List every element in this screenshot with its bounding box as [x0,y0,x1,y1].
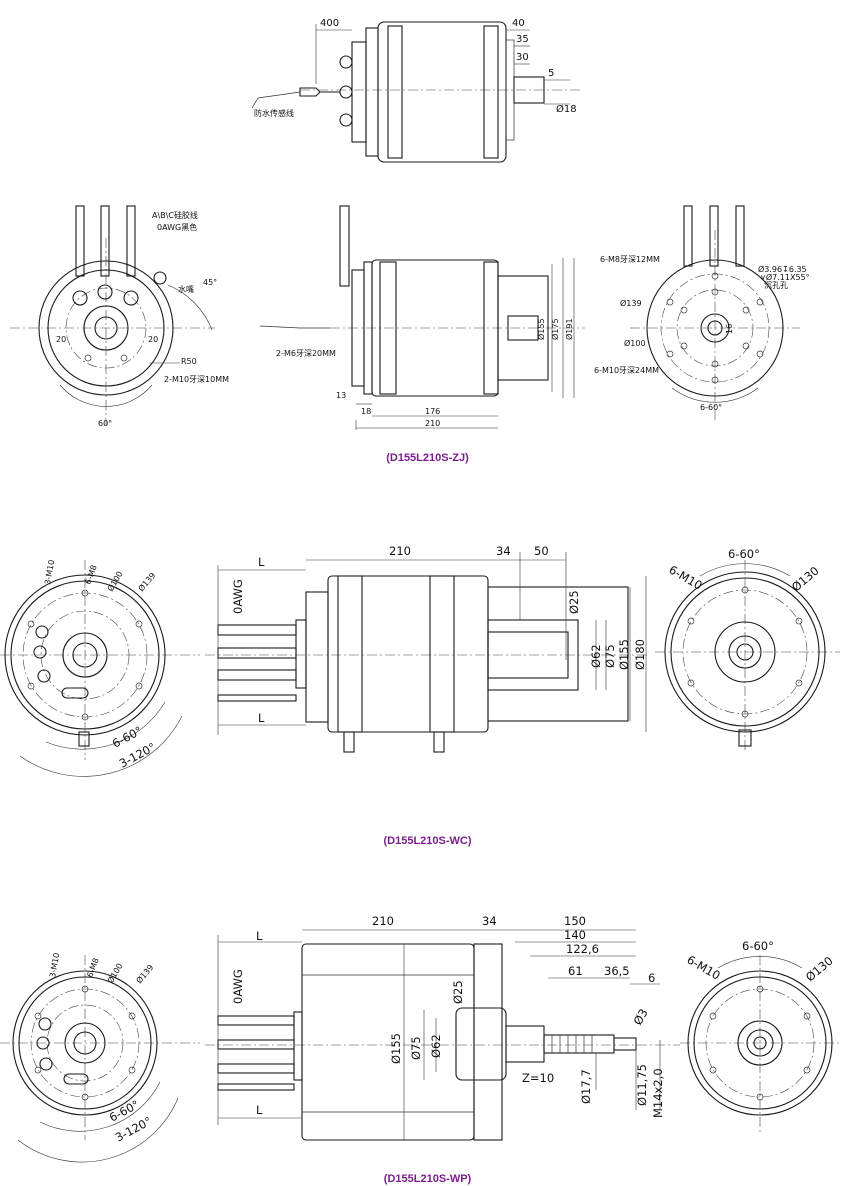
wp-d62: Ø62 [429,1034,443,1058]
zj-key-note-2: ∨Ø7.11X55° [760,272,810,282]
zj-dim-30: 30 [516,52,529,63]
wp-m14: M14x2,0 [651,1068,665,1118]
zj-wire-label-1: A\B\C硅胶线 [152,210,198,220]
wp-d155: Ø155 [389,1033,403,1064]
zj-dim-5: 5 [548,68,554,79]
zj-dim-40: 40 [512,18,525,29]
zj-left-view [10,205,215,425]
wp-dim-210: 210 [372,914,394,928]
wp-L2: L [256,1103,263,1117]
wc-right-d130: Ø130 [789,564,822,595]
wc-left-d100: Ø100 [105,569,124,593]
zj-top-view [251,21,580,163]
wc-left-view [0,560,200,777]
wp-right-view [680,955,840,1135]
zj-key-note-3: 沉孔孔 [764,281,788,290]
caption-zj: (D155L210S-ZJ) [386,452,469,464]
zj-dim-d155: Ø155 [536,318,546,340]
wp-left-m8: 6-M8 [85,957,100,979]
zj-middle-view [259,205,585,430]
wc-dim-50: 50 [534,544,549,558]
zj-dim-176: 176 [425,407,440,416]
wp-d1175: Ø11,75 [635,1064,649,1106]
zj-dim-13: 13 [336,391,346,400]
wp-right-a60: 6-60° [742,939,774,953]
zj-dim-18: 18 [361,407,371,416]
wc-d155: Ø155 [617,639,631,670]
wc-dim-210: 210 [389,544,411,558]
caption-wp: (D155L210S-WP) [383,1173,472,1185]
wp-L1: L [256,929,263,943]
wp-dim-6: 6 [648,971,655,985]
wp-left-m10: 3-M10 [48,952,61,978]
zj-dim-16: 16 [725,324,734,334]
wp-dim-61: 61 [568,964,583,978]
wp-dim-140: 140 [564,928,586,942]
zj-dim-d18: Ø18 [556,103,577,115]
zj-dim-20a: 20 [56,335,66,344]
wc-right-a60: 6-60° [728,547,760,561]
wc-L1: L [258,555,265,569]
wp-right-m10: 6-M10 [685,952,723,982]
zj-thread-m10: 2-M10牙深10MM [164,375,229,384]
zj-dim-d175: Ø175 [550,318,560,340]
zj-dim-20b: 20 [148,335,158,344]
zj-dim-210: 210 [425,419,440,428]
wc-right-view [655,560,840,750]
zj-cable-label: 防水传感线 [254,108,294,118]
wp-d25: Ø25 [451,980,465,1004]
zj-right-view [630,205,800,420]
caption-wc: (D155L210S-WC) [383,835,472,847]
zj-key-note-1: Ø3.96↧6.35 [758,264,807,274]
wp-z10: Z=10 [522,1071,554,1085]
zj-angle-45: 45° [203,278,217,287]
wc-L2: L [258,711,265,725]
wc-awg: 0AWG [231,579,245,614]
wp-awg: 0AWG [231,969,245,1004]
wp-right-d130: Ø130 [803,954,836,985]
zj-dim-400: 400 [320,18,339,29]
wc-d25: Ø25 [567,590,581,614]
zj-r50: R50 [181,357,197,366]
wc-left-d139: Ø139 [136,570,158,593]
zj-angle-60: 60° [98,419,112,428]
wc-d75: Ø75 [603,644,617,668]
wc-d62: Ø62 [589,644,603,668]
wc-middle-view [205,552,650,753]
wp-dim-34: 34 [482,914,497,928]
wp-dim-1226: 122,6 [566,942,599,956]
wp-left-view [0,955,200,1163]
zj-thread-m6: 2-M6牙深20MM [276,349,336,358]
zj-wire-label-2: 0AWG黑色 [157,222,197,232]
wc-d180: Ø180 [633,639,647,670]
wp-d75: Ø75 [409,1036,423,1060]
zj-dim-35: 35 [516,34,529,45]
zj-dim-d191: Ø191 [564,318,574,340]
wc-left-m10: 3-M10 [43,559,56,585]
wc-right-m10: 6-M10 [667,562,705,592]
zj-thread-m8: 6-M8牙深12MM [600,255,660,264]
wp-d177: Ø17,7 [579,1069,593,1104]
zj-nozzle-label: 水嘴 [178,284,194,294]
zj-dim-d139: Ø139 [620,298,642,308]
wp-dim-365: 36,5 [604,964,630,978]
wp-dim-150: 150 [564,914,586,928]
zj-dim-d100: Ø100 [624,338,646,348]
wp-middle-view [205,929,680,1141]
zj-angle-6-60: 6-60° [700,403,722,412]
wc-dim-34: 34 [496,544,511,558]
wp-dim-d3: Ø3 [630,1006,650,1027]
zj-thread-m10: 6-M10牙深24MM [594,366,659,375]
wp-left-d139: Ø139 [134,962,156,985]
